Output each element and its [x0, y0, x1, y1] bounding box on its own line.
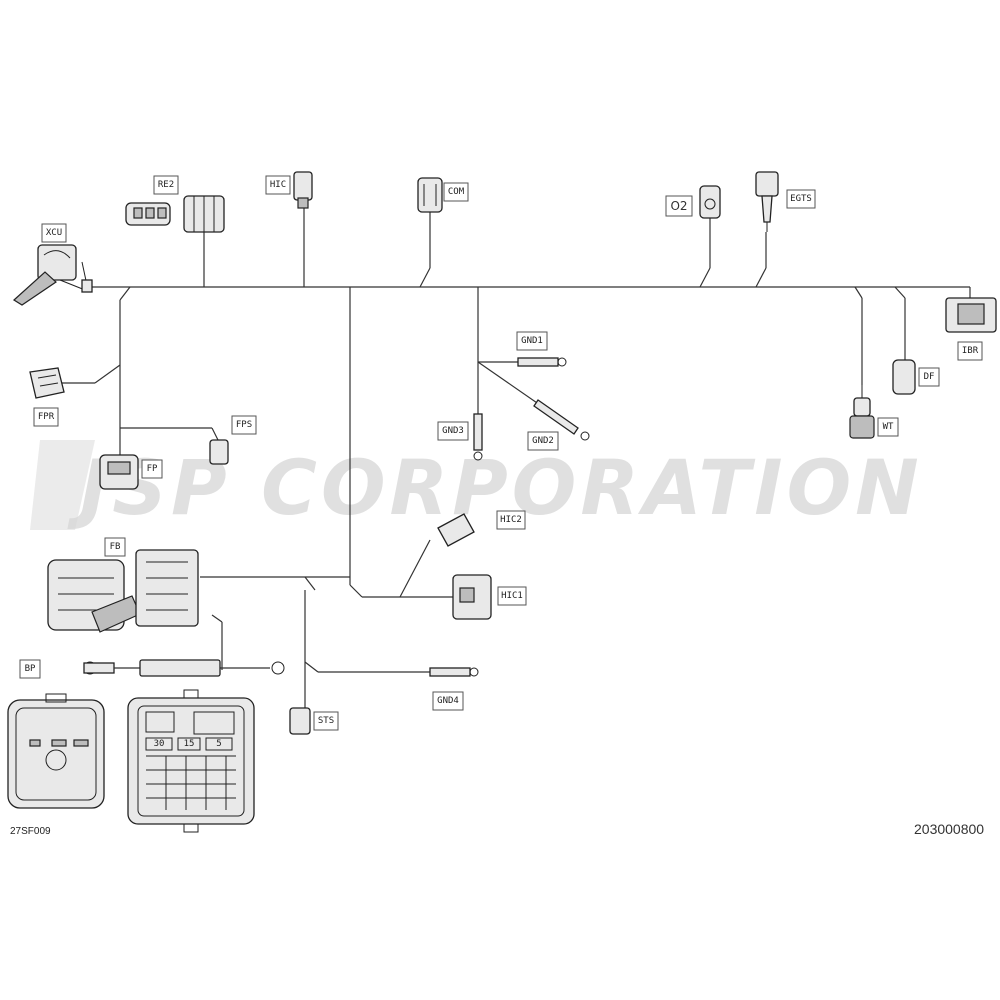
fuse-box-open: 30 15 5 [127, 689, 255, 833]
ibr-connector[interactable] [945, 297, 997, 333]
fuse-box-cover [7, 693, 105, 809]
re2-connector-pair[interactable] [125, 195, 225, 233]
harness-wires [62, 205, 971, 710]
hic1-connector[interactable] [452, 574, 492, 620]
df-label: DF [918, 367, 940, 387]
svg-text:EGTS: EGTS [790, 194, 812, 204]
figure-code: 27SF009 [10, 826, 51, 837]
svg-text:COM: COM [448, 187, 465, 197]
svg-text:FPS: FPS [236, 420, 252, 430]
bp-battery-cable[interactable] [83, 659, 285, 677]
fuse-label-15: 15 [184, 739, 195, 749]
gnd2-label: GND2 [527, 431, 559, 451]
svg-text:GND2: GND2 [532, 436, 554, 446]
re2-label: RE2 [153, 175, 179, 195]
df-connector[interactable] [892, 359, 916, 395]
fb-label: FB [104, 537, 126, 557]
fuse-label-5: 5 [216, 739, 221, 749]
gnd3-label: GND3 [437, 421, 469, 441]
com-connector[interactable] [417, 177, 443, 213]
hic2-connector[interactable] [437, 513, 475, 547]
gnd2-terminal[interactable] [533, 399, 590, 441]
gnd4-terminal[interactable] [429, 667, 479, 677]
svg-text:STS: STS [318, 716, 334, 726]
gnd1-terminal[interactable] [517, 357, 567, 367]
svg-text:FB: FB [110, 542, 121, 552]
wt-label: WT [877, 417, 899, 437]
hic-connector[interactable] [293, 171, 313, 209]
svg-text:HIC2: HIC2 [500, 515, 522, 525]
svg-text:GND4: GND4 [437, 696, 459, 706]
hic2-label: HIC2 [496, 510, 526, 530]
watermark-text: JSP CORPORATION [67, 443, 923, 532]
hic1-label: HIC1 [497, 586, 527, 606]
com-label: COM [443, 182, 469, 202]
fps-connector[interactable] [209, 439, 229, 465]
sts-label: STS [313, 711, 339, 731]
svg-text:HIC1: HIC1 [501, 591, 523, 601]
svg-text:GND3: GND3 [442, 426, 464, 436]
svg-text:GND1: GND1 [521, 336, 543, 346]
o2-connector[interactable] [699, 185, 721, 219]
gnd1-label: GND1 [516, 331, 548, 351]
svg-text:IBR: IBR [962, 346, 979, 356]
egts-label: EGTS [786, 189, 816, 209]
svg-text:DF: DF [924, 372, 935, 382]
svg-text:XCU: XCU [46, 228, 62, 238]
part-number: 203000800 [914, 821, 984, 837]
bp-label: BP [19, 659, 41, 679]
ibr-label: IBR [957, 341, 983, 361]
fps-label: FPS [231, 415, 257, 435]
svg-text:RE2: RE2 [158, 180, 174, 190]
fb-fuse-box[interactable] [47, 549, 199, 633]
gnd3-terminal[interactable] [473, 413, 483, 461]
svg-text:BP: BP [25, 664, 36, 674]
svg-text:HIC: HIC [270, 180, 286, 190]
o2-label: O2 [665, 195, 693, 217]
fp-label: FP [141, 459, 163, 479]
fuse-label-30: 30 [154, 739, 165, 749]
gnd4-label: GND4 [432, 691, 464, 711]
xcu-connector[interactable] [13, 244, 93, 306]
xcu-label: XCU [41, 223, 67, 243]
hic-label: HIC [265, 175, 291, 195]
fpr-connector[interactable] [29, 367, 65, 399]
wt-sensor[interactable] [849, 385, 875, 439]
fpr-label: FPR [33, 407, 59, 427]
egts-sensor[interactable] [755, 171, 779, 232]
watermark: JSP CORPORATION [30, 440, 923, 532]
fp-connector[interactable] [99, 454, 139, 490]
svg-text:FP: FP [147, 464, 158, 474]
svg-text:FPR: FPR [38, 412, 55, 422]
svg-text:WT: WT [883, 422, 894, 432]
svg-text:O2: O2 [670, 199, 687, 213]
sts-connector[interactable] [289, 707, 311, 735]
